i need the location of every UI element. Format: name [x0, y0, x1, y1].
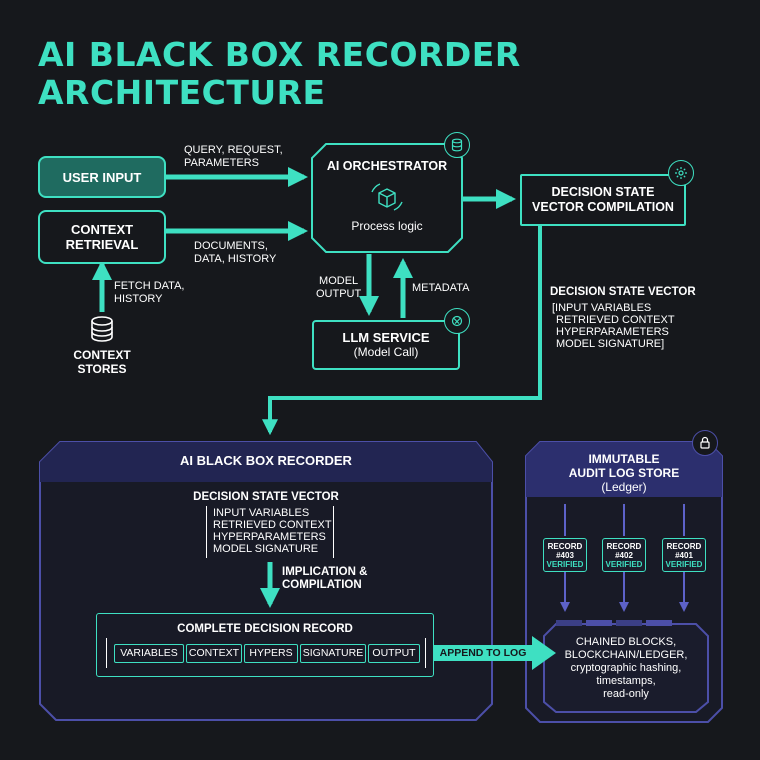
audit-lock-badge: [692, 430, 718, 456]
recorder-dsv-title: DECISION STATE VECTOR: [193, 491, 339, 503]
context-retrieval-line-2: RETRIEVAL: [65, 237, 139, 252]
process-cube-icon: [371, 183, 403, 211]
title-line-1: AI BLACK BOX RECORDER: [38, 35, 521, 74]
complete-record-box: [96, 613, 434, 677]
dsv-compilation-line-2: VECTOR COMPILATION: [532, 200, 674, 214]
recorder-dsv-item-2: RETRIEVED CONTEXT: [213, 519, 332, 531]
orchestrator-subtitle: Process logic: [351, 219, 423, 233]
record-403-label: RECORD: [547, 541, 583, 551]
fetch-line-2: HISTORY: [114, 292, 163, 305]
record-401-label: RECORD: [666, 541, 702, 551]
user-input-label: USER INPUT: [62, 169, 142, 185]
dsv-compilation-line-1: DECISION STATE: [551, 185, 655, 199]
documents-line-2: DATA, HISTORY: [194, 252, 277, 265]
implication-line-2: COMPILATION: [282, 579, 362, 591]
context-stores-line-1: CONTEXT: [73, 348, 131, 362]
record-403-id: #403: [556, 550, 574, 560]
field-chip-variables: VARIABLES: [114, 644, 184, 663]
context-stores-label: CONTEXT STORES: [62, 348, 142, 376]
dsv-top-item-3: HYPERPARAMETERS: [556, 326, 669, 338]
field-chip-hypers: HYPERS: [244, 644, 298, 663]
fetch-label: FETCH DATA, HISTORY: [114, 280, 184, 305]
dsv-compilation-box: DECISION STATE VECTOR COMPILATION: [520, 174, 686, 226]
dsv-top-item-1: [INPUT VARIABLES: [552, 302, 652, 314]
dsv-top-item-2: RETRIEVED CONTEXT: [556, 314, 675, 326]
recorder-dsv-item-1: INPUT VARIABLES: [213, 507, 310, 519]
context-retrieval-line-1: CONTEXT: [70, 222, 134, 237]
field-chip-signature: SIGNATURE: [300, 644, 366, 663]
append-label: APPEND TO LOG: [439, 647, 527, 659]
database-badge-icon: [451, 138, 463, 152]
query-label: QUERY, REQUEST, PARAMETERS: [184, 144, 283, 169]
recorder-dsv-item-4: MODEL SIGNATURE: [213, 543, 319, 555]
llm-service-box: LLM SERVICE (Model Call): [312, 320, 460, 370]
metadata-label: METADATA: [412, 282, 470, 294]
record-chip-401: RECORD #401 VERIFIED: [662, 538, 706, 572]
chain-line-2: BLOCKCHAIN/LEDGER,: [564, 649, 688, 661]
model-output-line-2: OUTPUT: [316, 287, 362, 300]
compilation-gear-badge: [668, 160, 694, 186]
model-output-line-1: MODEL: [319, 275, 359, 287]
chain-line-5: read-only: [603, 688, 649, 700]
recorder-dsv-item-3: HYPERPARAMETERS: [213, 531, 326, 543]
chain-text: CHAINED BLOCKS, BLOCKCHAIN/LEDGER, crypt…: [544, 636, 708, 701]
llm-title: LLM SERVICE: [342, 330, 430, 345]
chain-line-1: CHAINED BLOCKS,: [575, 636, 677, 648]
record-402-label: RECORD: [606, 541, 642, 551]
append-arrow-shape: [434, 636, 556, 670]
llm-subtitle: (Model Call): [353, 345, 419, 359]
llm-badge: [444, 308, 470, 334]
query-line-1: QUERY, REQUEST,: [184, 144, 283, 156]
query-line-2: PARAMETERS: [184, 156, 259, 169]
implication-label: IMPLICATION & COMPILATION: [282, 566, 367, 592]
gear-icon: [675, 167, 687, 179]
lock-icon: [700, 436, 710, 449]
audit-title-line-1: IMMUTABLE: [588, 452, 660, 466]
record-402-id: #402: [615, 550, 633, 560]
record-chip-402: RECORD #402 VERIFIED: [602, 538, 646, 572]
implication-line-1: IMPLICATION &: [282, 566, 368, 578]
dsv-top-item-4: MODEL SIGNATURE]: [556, 338, 665, 350]
chain-line-4: timestamps,: [596, 675, 656, 687]
llm-knot-icon: [451, 315, 463, 327]
context-retrieval-box: CONTEXT RETRIEVAL: [38, 210, 166, 264]
record-fields-bracket: [106, 638, 426, 668]
audit-title-line-2: AUDIT LOG STORE: [568, 466, 680, 480]
recorder-container-shape: [39, 441, 493, 721]
record-403-status: VERIFIED: [546, 559, 584, 569]
orchestrator-title: AI ORCHESTRATOR: [326, 159, 448, 173]
record-401-status: VERIFIED: [665, 559, 703, 569]
dsv-top-title: DECISION STATE VECTOR: [550, 286, 696, 298]
orchestrator-database-badge: [444, 132, 470, 158]
documents-line-1: DOCUMENTS,: [194, 240, 268, 252]
diagram-title: AI BLACK BOX RECORDER ARCHITECTURE: [38, 36, 521, 112]
context-stores-line-2: STORES: [77, 362, 127, 376]
user-input-box: USER INPUT: [38, 156, 166, 198]
complete-record-title: COMPLETE DECISION RECORD: [177, 623, 353, 635]
record-402-status: VERIFIED: [605, 559, 643, 569]
audit-title-line-3: (Ledger): [601, 480, 647, 494]
fetch-line-1: FETCH DATA,: [114, 280, 185, 292]
title-line-2: ARCHITECTURE: [38, 73, 326, 112]
recorder-title: AI BLACK BOX RECORDER: [180, 453, 352, 468]
documents-label: DOCUMENTS, DATA, HISTORY: [194, 240, 276, 265]
database-icon: [91, 316, 113, 342]
record-401-id: #401: [675, 550, 693, 560]
field-chip-context: CONTEXT: [186, 644, 242, 663]
chain-line-3: cryptographic hashing,: [570, 662, 682, 674]
record-chip-403: RECORD #403 VERIFIED: [543, 538, 587, 572]
field-chip-output: OUTPUT: [368, 644, 420, 663]
recorder-dsv-list: [206, 506, 334, 558]
model-output-label: MODEL OUTPUT: [316, 275, 361, 300]
